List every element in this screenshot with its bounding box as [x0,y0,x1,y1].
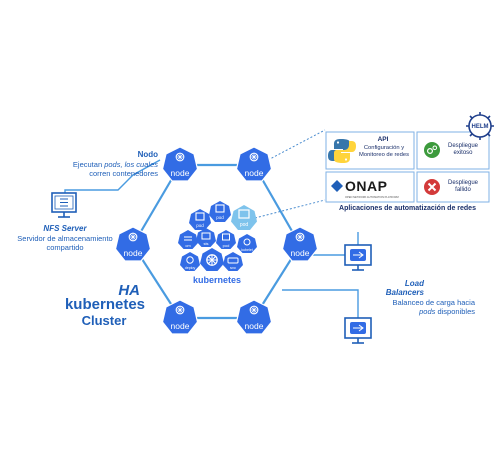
apps-caption: Aplicaciones de automatización de redes [339,205,476,212]
onap-logo: ONAP OPEN NETWORK AUTOMATION PLATFORM [331,178,399,199]
svg-text:cm: cm [185,243,191,248]
svg-text:ONAP: ONAP [345,178,387,194]
configmap-icon[interactable]: cm [178,230,198,249]
apps-panel: ONAP OPEN NETWORK AUTOMATION PLATFORM HE… [325,112,494,203]
kubernetes-label: kubernetes [193,275,241,285]
node-wheel-icon [295,232,305,242]
node-wheel-icon [249,152,259,162]
lb-link-bottom [282,289,359,318]
api-title: API [377,136,389,143]
nodo-description: Ejecutan pods, los cuales corren contene… [72,160,158,178]
node-label: node [171,321,190,331]
node-top-left[interactable]: node [161,146,199,182]
svg-text:deploy: deploy [185,266,196,270]
svg-text:sts: sts [203,241,208,246]
svg-text:pod: pod [223,243,230,248]
node-label: node [291,248,310,258]
node-label: node [124,248,143,258]
nfs-title: NFS Server [43,224,87,233]
kubernetes-logo-icon[interactable] [200,248,224,271]
pod-icon-highlighted[interactable]: pod [231,205,257,230]
node-label: node [245,168,264,178]
svg-text:kubelet: kubelet [241,248,253,252]
load-balancer-icon[interactable] [344,244,372,271]
success-label: Despliegue exitoso [447,143,479,156]
node-bottom-left[interactable]: node [161,299,199,335]
fail-icon [424,179,440,195]
cluster-title-ha: HA [118,282,140,299]
nfs-server-icon[interactable] [51,192,77,218]
cluster-title-cluster: Cluster [81,313,127,328]
node-wheel-icon [128,232,138,242]
svg-text:pod: pod [216,215,224,220]
pod-icon[interactable]: pod [189,209,211,230]
statefulset-icon[interactable]: sts [196,228,216,247]
cluster-title-kubernetes: kubernetes [64,296,146,313]
svg-text:svc: svc [230,265,236,270]
node-top-right[interactable]: node [235,146,273,182]
nodo-title: Nodo [137,150,158,159]
node-label: node [171,168,190,178]
pod-icon[interactable]: pod [216,230,236,249]
pod-icon[interactable]: pod [209,201,231,222]
python-logo-icon [328,139,356,163]
api-description: Configuración y Monitoreo de redes [359,145,409,158]
node-left[interactable]: node [114,226,152,262]
kubelet-icon[interactable]: kubelet [237,234,257,253]
helm-wheel-icon [206,254,218,266]
helm-logo: HELM [466,112,494,140]
apps-dashed-links [254,129,326,219]
node-right[interactable]: node [281,226,319,262]
node-wheel-icon [249,305,259,315]
lb-title: Load Balancers [385,279,424,297]
cluster-center: pod pod pod cm sts pod [178,201,257,285]
svg-text:HELM: HELM [472,124,489,130]
deployment-icon[interactable]: deploy [180,252,200,271]
node-bottom-right[interactable]: node [235,299,273,335]
svg-text:OPEN NETWORK AUTOMATION PLATFO: OPEN NETWORK AUTOMATION PLATFORM [345,195,399,199]
service-icon[interactable]: svc [223,252,243,271]
success-icon [424,142,440,158]
load-balancer-icon[interactable] [344,317,372,344]
node-wheel-icon [175,152,185,162]
node-wheel-icon [175,305,185,315]
svg-text:pod: pod [196,223,204,228]
node-label: node [245,321,264,331]
svg-text:pod: pod [240,222,249,228]
fail-label: Despliegue fallido [447,180,479,193]
lb-description: Balanceo de carga hacia pods disponibles [392,298,475,316]
nfs-description: Servidor de almacenamiento compartido [17,234,113,252]
